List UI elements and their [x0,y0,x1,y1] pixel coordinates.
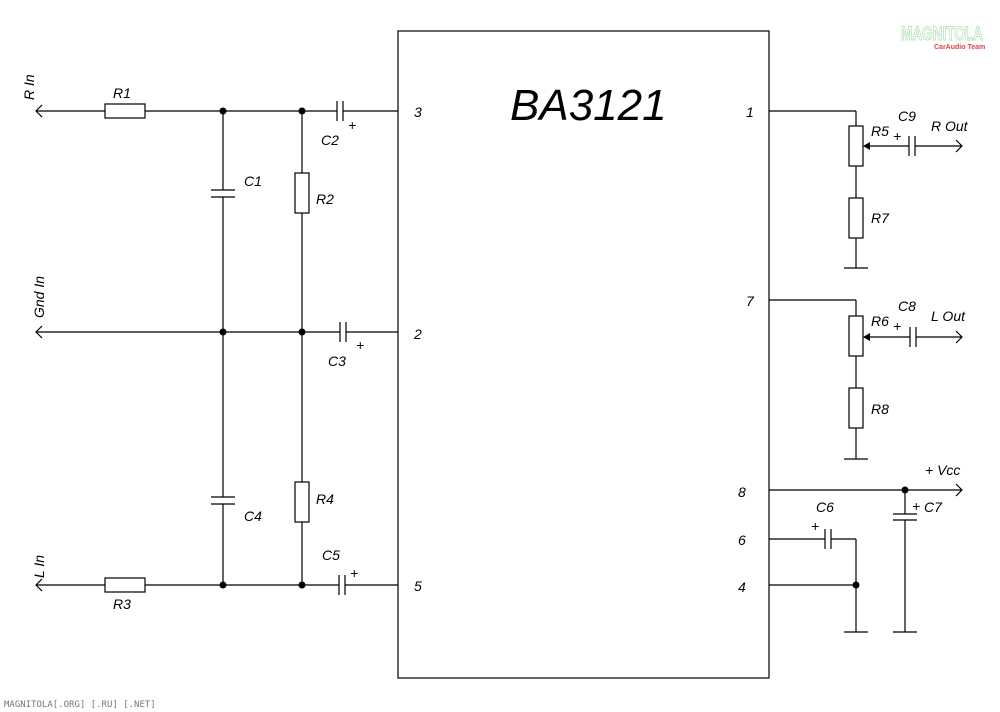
r-in-wiring [35,101,398,121]
c6-label: C6 [816,499,834,515]
r2-r4-branch [294,111,310,585]
c6-wiring [769,529,868,633]
c4-label: C4 [244,508,262,524]
vcc-label: + Vcc [925,462,960,478]
l-out-wiring [769,299,963,460]
vcc-wiring [769,483,963,633]
c1-c4-branch [211,111,235,585]
resistor-r3 [104,577,146,593]
l-out-label: L Out [931,308,966,324]
pin-5-label: 5 [414,578,422,594]
ic-body [397,30,770,679]
footer-watermark: MAGNITOLA[.ORG] [.RU] [.NET] [4,700,156,710]
potentiometer-r6 [848,315,864,357]
c9-plus: + [893,128,901,144]
r-out-wiring [769,110,963,269]
pin-4-label: 4 [738,579,746,595]
pin-7-label: 7 [746,293,755,309]
c7-label: C7 [924,499,943,515]
c8-plus: + [893,318,901,334]
c6-plus: + [811,518,819,534]
resistor-r7 [848,197,864,239]
magnitola-logo: MAGNITOLA [901,24,983,45]
c5-label: C5 [322,547,340,563]
gnd-in-wiring [35,322,398,342]
chip-title: BA3121 [510,81,667,130]
l-in-wiring [35,575,398,595]
left-junctions [219,107,306,589]
l-in-label: L In [31,555,47,578]
r-in-label: R In [21,74,37,100]
resistor-r4 [294,481,310,523]
pin-1-label: 1 [746,104,754,120]
c2-label: C2 [321,132,339,148]
pin-6-label: 6 [738,532,746,548]
r2-label: R2 [316,191,334,207]
gnd-in-label: Gnd In [31,276,47,318]
r4-label: R4 [316,491,334,507]
c2-plus: + [348,117,356,133]
pin-3-label: 3 [414,104,422,120]
c3-label: C3 [328,353,346,369]
c8-label: C8 [898,298,916,314]
r5-label: R5 [871,123,889,139]
resistor-r2 [294,172,310,214]
pin-2-label: 2 [413,326,422,342]
vcc-arrow [955,483,963,497]
r3-label: R3 [113,596,131,612]
l-out-arrow [955,330,963,344]
r7-label: R7 [871,210,890,226]
c1-label: C1 [244,173,262,189]
c5-plus: + [350,565,358,581]
c3-plus: + [356,337,364,353]
resistor-r1 [104,103,146,119]
potentiometer-r5 [848,125,864,167]
r-out-label: R Out [931,118,969,134]
pin-8-label: 8 [738,484,746,500]
r8-label: R8 [871,401,889,417]
magnitola-logo-sub: CarAudio Team [934,44,985,51]
c7-plus: + [912,498,920,514]
r1-label: R1 [113,85,131,101]
c9-label: C9 [898,108,916,124]
r-out-arrow [955,139,963,153]
r6-label: R6 [871,313,889,329]
resistor-r8 [848,387,864,429]
